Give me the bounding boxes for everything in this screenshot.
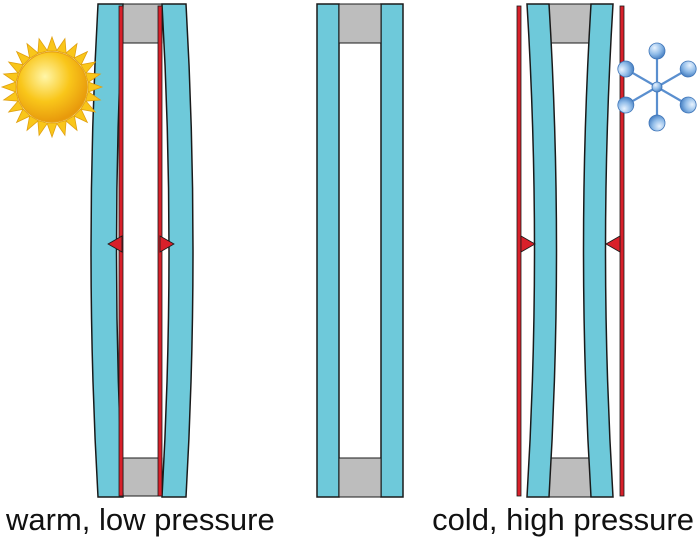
cold-high-pressure-caption: cold, high pressure bbox=[432, 502, 694, 537]
left-inward-arrow bbox=[520, 235, 536, 253]
left-reference-line bbox=[516, 5, 522, 497]
neutral-glazing-unit bbox=[316, 3, 404, 498]
right-inward-arrow bbox=[605, 235, 621, 253]
top-spacer bbox=[122, 3, 163, 44]
bottom-spacer bbox=[338, 457, 382, 498]
bottom-spacer bbox=[122, 457, 163, 497]
warm-glazing-unit bbox=[90, 3, 194, 498]
warm-low-pressure-caption: warm, low pressure bbox=[6, 502, 275, 537]
left-outward-arrow bbox=[107, 235, 123, 253]
right-glass-pane bbox=[161, 3, 194, 498]
right-reference-line bbox=[619, 5, 625, 497]
top-spacer bbox=[338, 3, 382, 44]
right-outward-arrow bbox=[159, 235, 175, 253]
snowflake-icon bbox=[617, 42, 697, 132]
right-glass-pane bbox=[582, 3, 614, 498]
left-glass-pane bbox=[90, 3, 124, 498]
left-glass-pane bbox=[526, 3, 558, 498]
top-spacer bbox=[548, 3, 592, 44]
bottom-spacer bbox=[548, 457, 592, 498]
left-glass-pane bbox=[316, 3, 340, 498]
cold-glazing-unit bbox=[516, 3, 625, 498]
right-glass-pane bbox=[380, 3, 404, 498]
sun-icon bbox=[0, 35, 104, 139]
